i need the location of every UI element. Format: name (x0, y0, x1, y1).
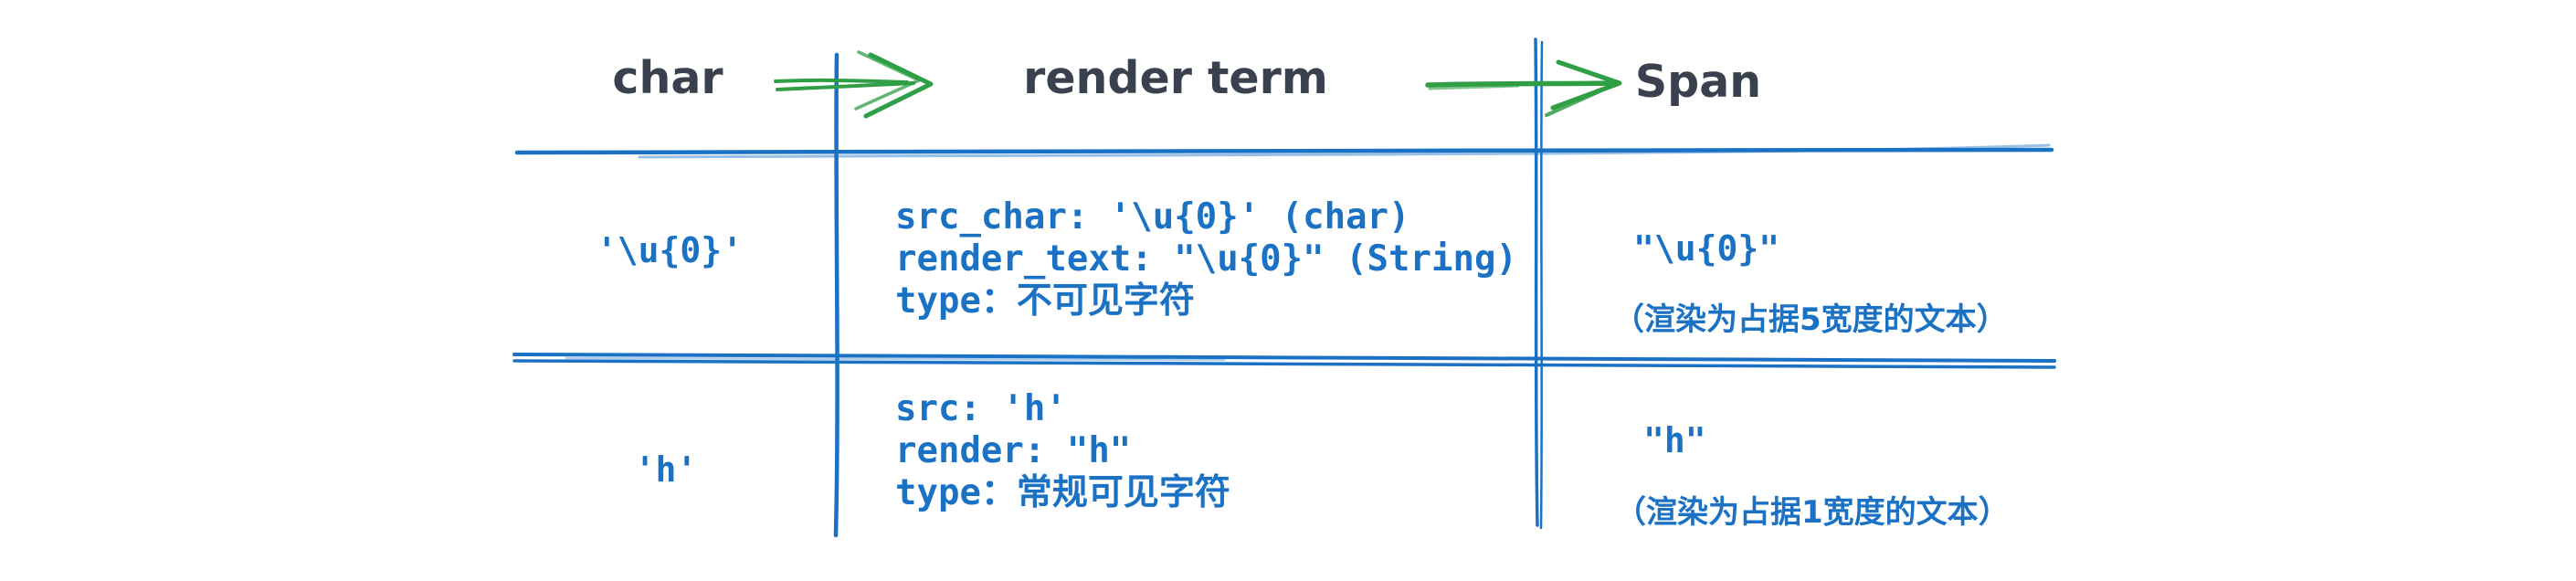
arrow-char-to-render-icon (774, 50, 934, 119)
char-value: 'h' (634, 449, 698, 490)
term-line: type：不可见字符 (895, 280, 1195, 322)
term-line: render: "h" (895, 430, 1132, 471)
span-note: （渲染为占据5宽度的文本） (1613, 301, 2008, 338)
term-details: src: 'h' render: "h" type：常规可见字符 (895, 388, 1230, 514)
span-value: "\u{0}" (1633, 228, 1780, 269)
span-value: "h" (1643, 420, 1706, 460)
header-span-label: Span (1634, 56, 1762, 108)
char-value: '\u{0}' (596, 230, 744, 270)
term-line: type：常规可见字符 (895, 472, 1230, 513)
term-line: render_text: "\u{0}" (String) (895, 238, 1517, 280)
span-note: （渲染为占据1宽度的文本） (1615, 494, 2010, 531)
arrow-render-to-span-icon (1425, 59, 1622, 117)
header-render-term-label: render term (1023, 52, 1328, 104)
header-char-label: char (612, 52, 723, 104)
term-details: src_char: '\u{0}' (char) render_text: "\… (895, 196, 1517, 322)
term-line: src_char: '\u{0}' (char) (895, 196, 1410, 238)
term-line: src: 'h' (895, 388, 1067, 429)
